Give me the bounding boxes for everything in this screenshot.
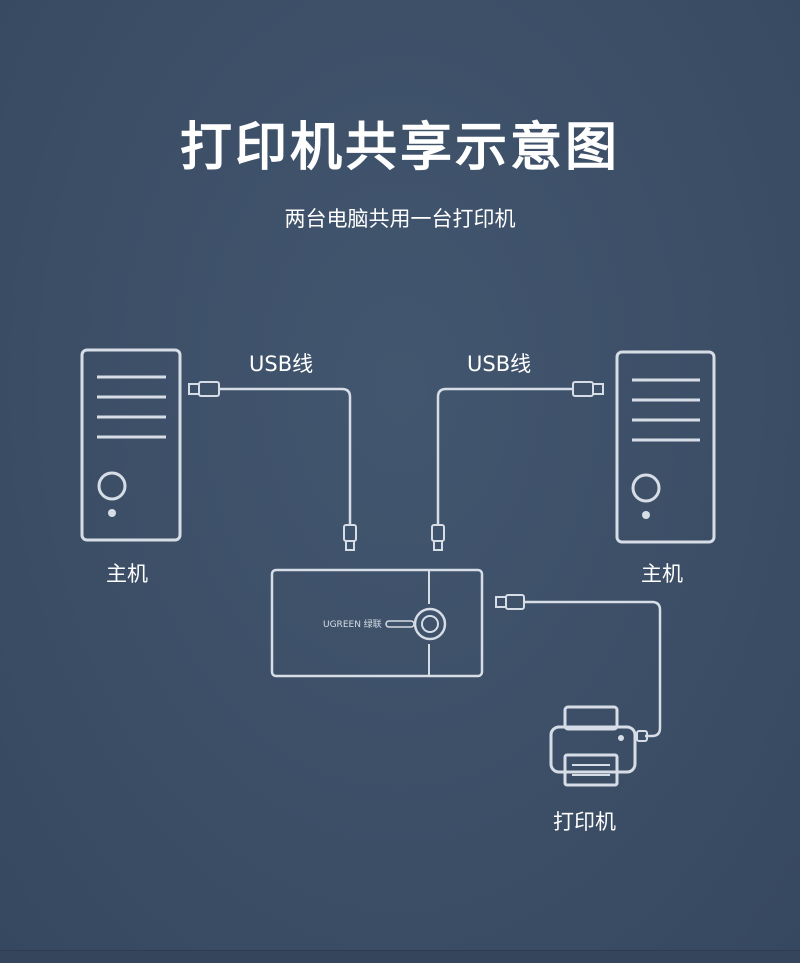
right-host-label: 主机: [641, 562, 683, 586]
usb-switch-box: UGREEN 绿联: [270, 568, 484, 678]
right-computer-icon: [615, 350, 716, 544]
left-usb-cable: [188, 381, 357, 551]
printer-icon: [549, 705, 637, 787]
printer-usb-cable: [495, 594, 662, 742]
bottom-band: [0, 950, 800, 963]
right-usb-cable: [431, 381, 604, 551]
left-cable-label: USB线: [249, 352, 314, 376]
printer-label: 打印机: [553, 810, 616, 834]
page-subtitle: 两台电脑共用一台打印机: [284, 207, 516, 231]
right-cable-label: USB线: [467, 352, 532, 376]
left-host-label: 主机: [106, 562, 148, 586]
switch-brand-text: UGREEN 绿联: [323, 618, 382, 630]
left-computer-icon: [80, 348, 182, 542]
page-title: 打印机共享示意图: [179, 118, 620, 178]
